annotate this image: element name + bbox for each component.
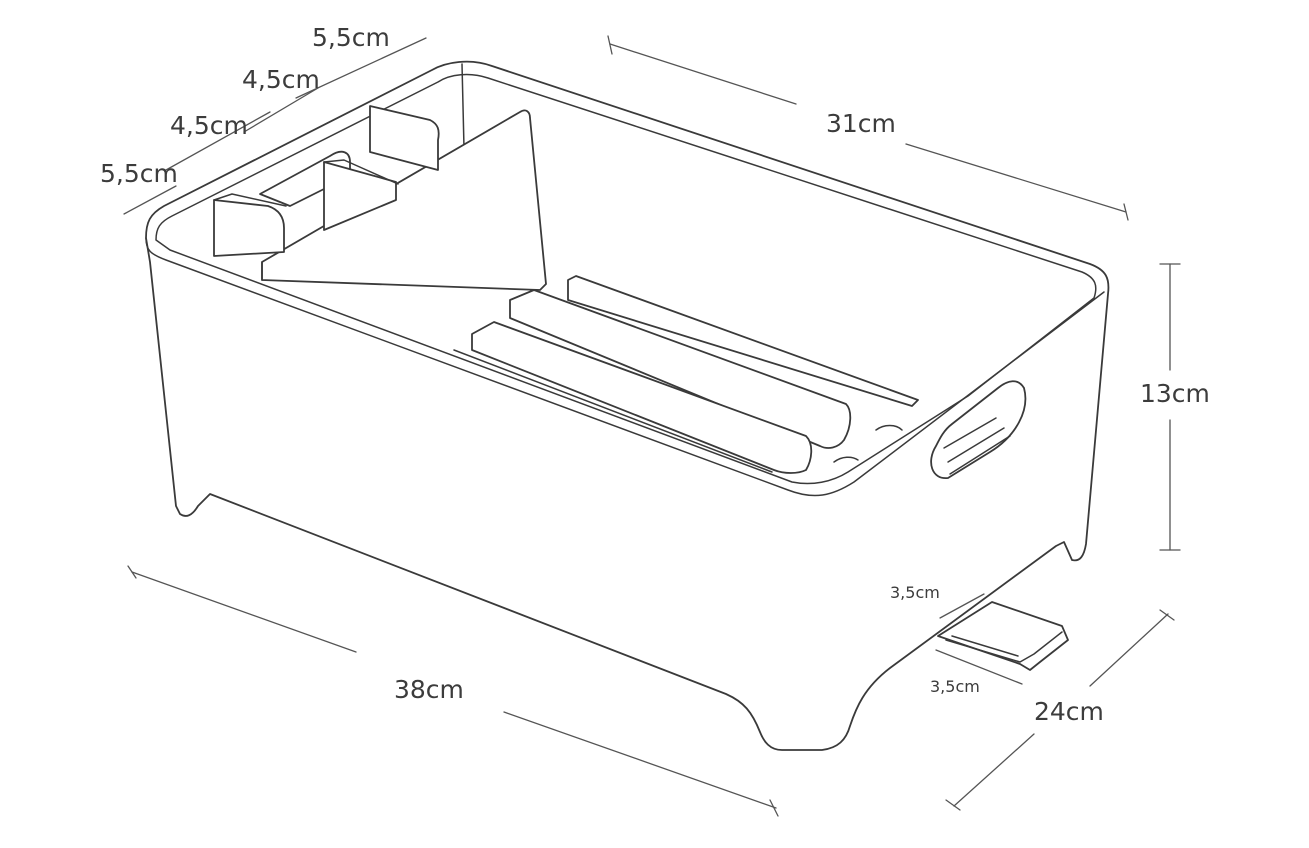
depth-label: 24cm [1034,697,1104,726]
dimension-lines [123,35,1181,817]
cutlery-compartments [213,105,440,257]
compartment-3-label: 4,5cm [170,111,248,140]
compartment-1-label: 5,5cm [312,23,390,52]
spout-length-label: 3,5cm [930,677,980,696]
spout-width-label: 3,5cm [890,583,940,602]
compartment-2-label: 4,5cm [242,65,320,94]
drain-spout [937,601,1069,671]
bottom-length-label: 38cm [394,675,464,704]
plate-slots [453,275,919,474]
top-length-label: 31cm [826,109,896,138]
height-label: 13cm [1140,379,1210,408]
side-handle [930,380,1027,479]
divider-wall [261,109,547,291]
compartment-4-label: 5,5cm [100,159,178,188]
